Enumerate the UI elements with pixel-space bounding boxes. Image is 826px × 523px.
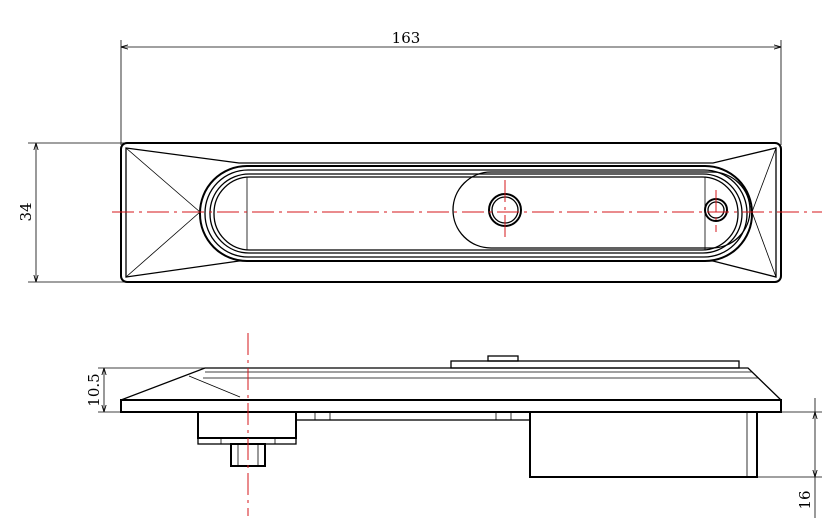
bevel-shade xyxy=(188,375,241,398)
beveled-top xyxy=(120,367,782,401)
depth-dimension-label: 16 xyxy=(796,490,814,509)
height-dimension-label: 10.5 xyxy=(85,373,103,406)
bevel-line xyxy=(125,211,201,278)
lever-knob xyxy=(487,355,519,362)
base-plate xyxy=(120,399,782,413)
handle-slot-inner xyxy=(209,173,743,254)
lever-body xyxy=(452,171,751,249)
side-view: 10.5 16 xyxy=(85,333,822,518)
width-dimension-label: 34 xyxy=(17,202,35,221)
rear-housing xyxy=(529,411,758,478)
handle-slot-lip xyxy=(213,176,739,251)
bevel-line xyxy=(751,147,777,213)
lever-top xyxy=(450,360,740,369)
cylinder-housing xyxy=(197,411,297,439)
underside-strip xyxy=(295,411,531,421)
top-view: 163 34 xyxy=(17,29,822,283)
bevel-line xyxy=(125,147,201,213)
handle-slot-mid xyxy=(204,169,748,258)
length-dimension-label: 163 xyxy=(392,29,421,47)
handle-slot-outer xyxy=(199,165,753,262)
bevel-line xyxy=(751,211,777,278)
